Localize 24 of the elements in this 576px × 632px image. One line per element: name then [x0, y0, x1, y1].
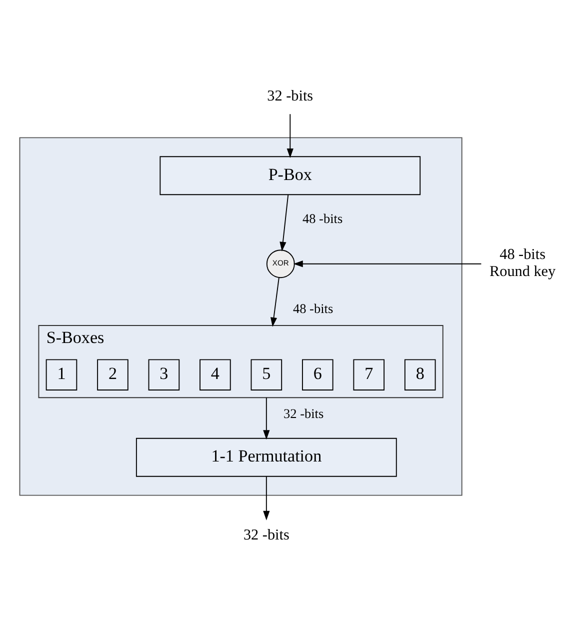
- node-box: 7: [353, 358, 385, 390]
- node-text: 32 -bits: [243, 526, 290, 544]
- node-box: 1-1 Permutation: [136, 437, 397, 476]
- arrow: [263, 396, 270, 440]
- cluster: [19, 136, 462, 496]
- arrow: [280, 194, 289, 251]
- node-box: 6: [302, 358, 334, 390]
- edge-label: 48 -bits: [292, 300, 334, 316]
- node-text: 32 -bits: [267, 86, 314, 104]
- node-box: 8: [404, 358, 436, 390]
- node-box: 4: [200, 358, 231, 390]
- node-box: 2: [97, 358, 128, 390]
- edge-label: 32 -bits: [283, 406, 324, 421]
- edge-label: 48 -bits: [302, 210, 343, 226]
- node-text: 48 -bits Round key: [490, 245, 556, 280]
- node-box: 3: [148, 358, 180, 390]
- arrow: [293, 260, 482, 267]
- arrow: [270, 276, 280, 326]
- node-circle: XOR: [266, 249, 295, 278]
- node-box: P-Box: [160, 156, 421, 195]
- node-box: 5: [250, 358, 282, 390]
- arrow: [286, 113, 294, 158]
- node-box: 1: [46, 358, 78, 390]
- arrow: [263, 476, 270, 520]
